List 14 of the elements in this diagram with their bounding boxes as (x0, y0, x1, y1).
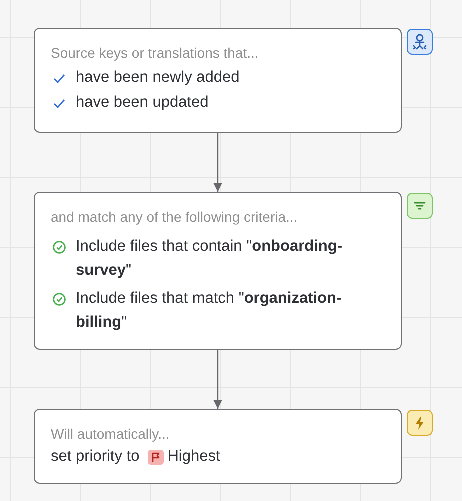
step-card (34, 192, 402, 350)
card-heading: Will automatically... (51, 425, 171, 443)
criteria-text: Include files that contain "onboarding-survey" (76, 237, 344, 281)
card-heading: Source keys or translations that... (51, 44, 260, 62)
card-heading: and match any of the following criteria... (51, 208, 299, 226)
step-card (34, 28, 402, 133)
arrow (214, 133, 222, 192)
criteria-text: have been updated (76, 93, 209, 113)
criteria-text: have been newly added (76, 68, 240, 88)
step-card (34, 409, 402, 484)
action-text: Highest (168, 447, 220, 467)
criteria-text: Include files that match "organization-billing" (76, 289, 343, 333)
arrow (214, 350, 222, 409)
action-text: set priority to (51, 447, 140, 467)
